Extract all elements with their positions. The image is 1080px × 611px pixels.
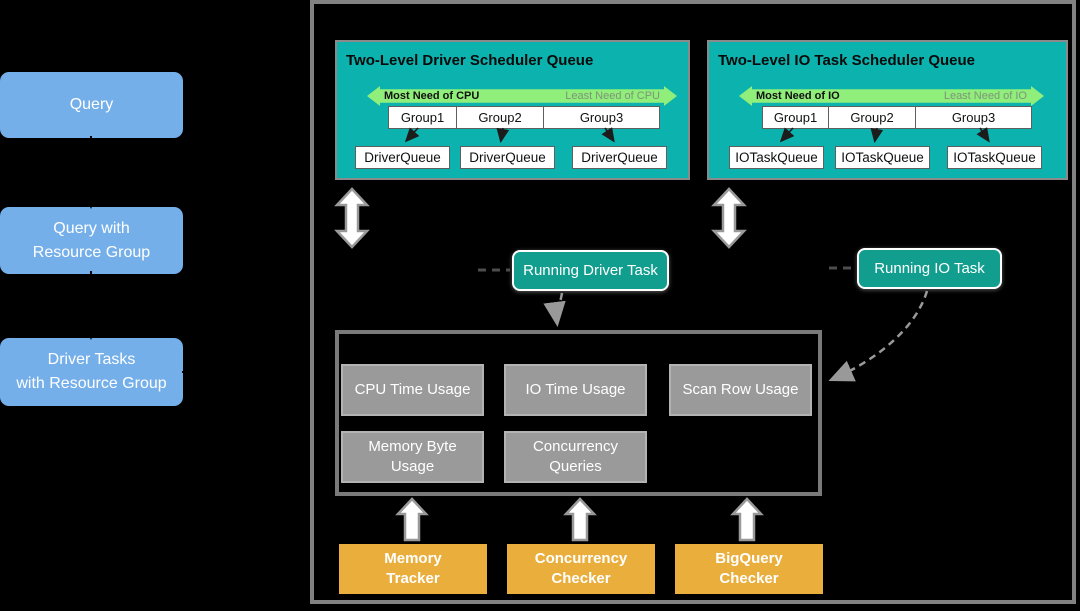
cpu-time-usage-label: CPU Time Usage	[354, 380, 471, 398]
most-need-io-label: Most Need of IO	[756, 90, 840, 102]
cpu-need-gradient-arrow: Most Need of CPU Least Need of CPU	[367, 86, 677, 106]
driver-queue-box-1: DriverQueue	[355, 146, 450, 169]
io-queue-title: Two-Level IO Task Scheduler Queue	[718, 52, 976, 69]
sidebar-item-driver-tasks-with-resource-group: Driver Tasks with Resource Group	[0, 338, 183, 406]
running-io-task-box: Running IO Task	[857, 248, 1002, 289]
scan-row-usage-label: Scan Row Usage	[682, 380, 799, 398]
driver-tasks-label-line2: with Resource Group	[16, 375, 167, 392]
bigquery-checker-line1: BigQuery	[715, 549, 783, 567]
io-time-usage-box: IO Time Usage	[504, 364, 647, 416]
driver-group2: Group2	[456, 106, 544, 129]
running-driver-task-label: Running Driver Task	[523, 262, 658, 279]
io-task-queue-box-3: IOTaskQueue	[947, 146, 1042, 169]
query-label: Query	[69, 96, 114, 113]
memory-byte-usage-line2: Usage	[390, 458, 435, 475]
least-need-io-label: Least Need of IO	[943, 90, 1027, 102]
memory-byte-usage-line1: Memory Byte	[368, 437, 457, 455]
least-need-cpu-label: Least Need of CPU	[565, 90, 660, 102]
running-io-task-label: Running IO Task	[874, 260, 985, 277]
driver-queue-box-2: DriverQueue	[460, 146, 555, 169]
concurrency-checker-line2: Checker	[551, 570, 611, 587]
most-need-cpu-label: Most Need of CPU	[384, 90, 480, 102]
scan-row-usage-box: Scan Row Usage	[669, 364, 812, 416]
memory-tracker-box: Memory Tracker	[339, 544, 487, 594]
io-group2: Group2	[828, 106, 916, 129]
io-group3: Group3	[915, 106, 1032, 129]
driver-groups-row: Group1 Group2 Group3	[388, 106, 660, 129]
io-group1: Group1	[762, 106, 829, 129]
io-groups-row: Group1 Group2 Group3	[762, 106, 1032, 129]
running-driver-task-box: Running Driver Task	[512, 250, 669, 291]
driver-group3: Group3	[543, 106, 660, 129]
io-time-usage-label: IO Time Usage	[525, 380, 626, 398]
bigquery-checker-line2: Checker	[719, 570, 779, 587]
sidebar-item-query-with-resource-group: Query with Resource Group	[0, 207, 183, 274]
driver-group1: Group1	[388, 106, 457, 129]
memory-byte-usage-box: Memory Byte Usage	[341, 431, 484, 483]
io-task-queue-box-2: IOTaskQueue	[835, 146, 930, 169]
io-task-queue-box-1: IOTaskQueue	[729, 146, 824, 169]
concurrency-queries-box: Concurrency Queries	[504, 431, 647, 483]
query-rg-label-line2: Resource Group	[32, 243, 151, 261]
driver-scheduler-queue-box: Two-Level Driver Scheduler Queue Most Ne…	[335, 40, 690, 180]
scheduler-panel	[310, 0, 1076, 604]
query-rg-label-line1: Query with	[53, 219, 130, 237]
bigquery-checker-box: BigQuery Checker	[675, 544, 823, 594]
driver-tasks-label-line1: Driver Tasks	[47, 351, 136, 368]
usage-tracker-container	[335, 330, 822, 496]
sidebar-item-query: Query	[0, 72, 183, 138]
concurrency-queries-line1: Concurrency	[532, 437, 619, 455]
concurrency-checker-line1: Concurrency	[534, 549, 628, 567]
memory-tracker-line1: Memory	[384, 549, 442, 567]
memory-tracker-line2: Tracker	[386, 570, 440, 587]
io-need-gradient-arrow: Most Need of IO Least Need of IO	[739, 86, 1044, 106]
driver-queue-box-3: DriverQueue	[572, 146, 667, 169]
concurrency-queries-line2: Queries	[549, 458, 602, 475]
io-task-scheduler-queue-box: Two-Level IO Task Scheduler Queue Most N…	[707, 40, 1068, 180]
cpu-time-usage-box: CPU Time Usage	[341, 364, 484, 416]
concurrency-checker-box: Concurrency Checker	[507, 544, 655, 594]
driver-queue-title: Two-Level Driver Scheduler Queue	[346, 52, 594, 69]
